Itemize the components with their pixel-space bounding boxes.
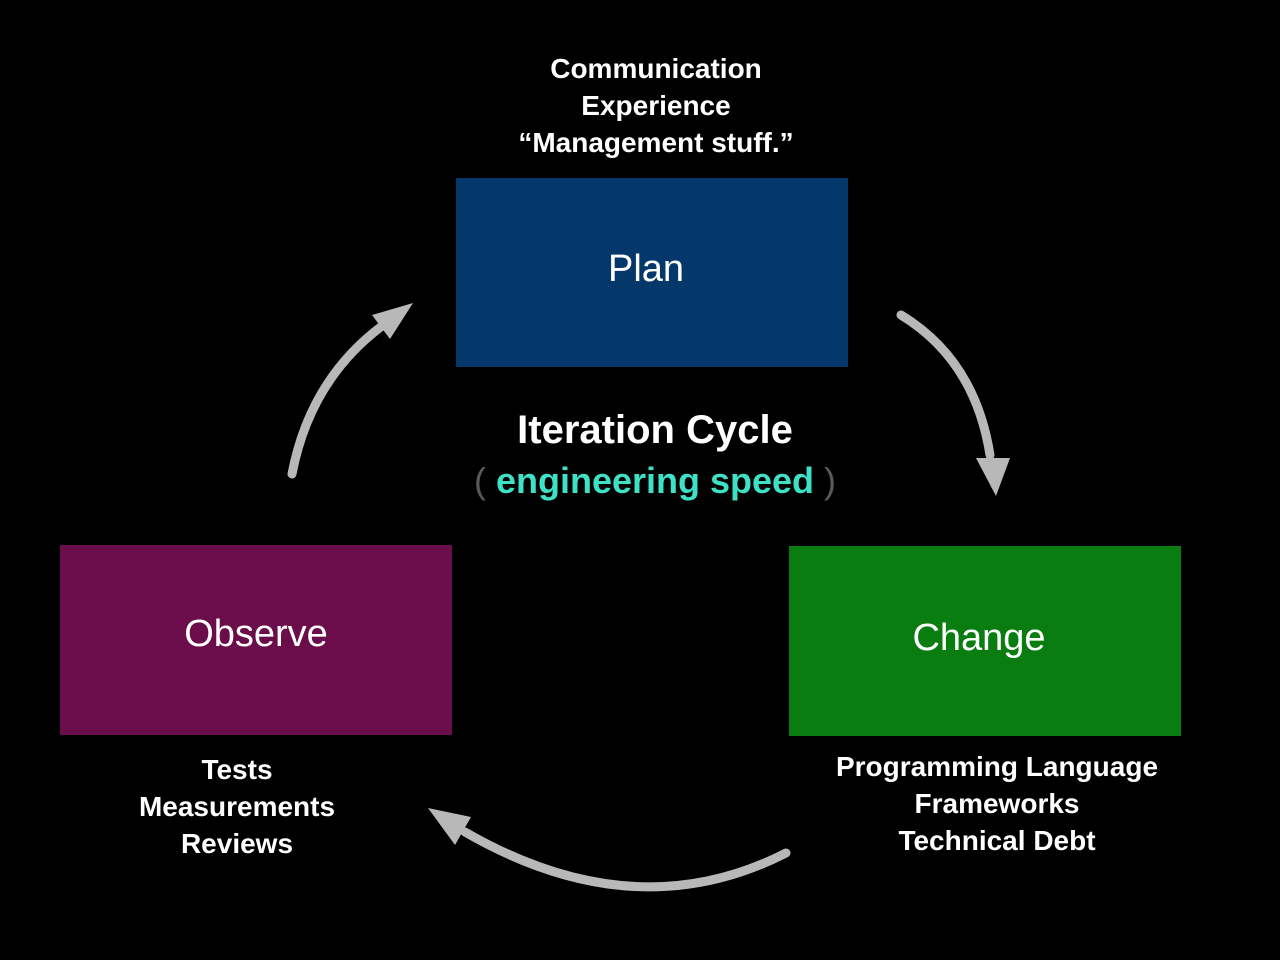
arrow-plan-to-change (896, 310, 1010, 496)
plan-note-management: “Management stuff.” (518, 127, 794, 158)
plan-note-experience: Experience (581, 90, 731, 121)
close-paren: ) (824, 460, 837, 501)
observe-note-reviews: Reviews (180, 828, 294, 859)
observe-note-measurements: Measurements (138, 791, 336, 822)
arrow-change-to-observe (428, 808, 791, 892)
change-notes: Programming Language Frameworks Technica… (797, 748, 1197, 859)
observe-box: Observe (60, 545, 452, 735)
plan-label: Plan (607, 248, 685, 290)
plan-notes: Communication Experience “Management stu… (456, 50, 856, 161)
plan-box: Plan (456, 178, 848, 367)
plan-note-communication: Communication (550, 53, 762, 84)
change-note-language: Programming Language (835, 751, 1159, 782)
arrow-observe-to-plan (287, 303, 413, 479)
change-note-frameworks: Frameworks (914, 788, 1080, 819)
cycle-subtitle-text: engineering speed (495, 460, 815, 501)
observe-label: Observe (184, 612, 328, 655)
cycle-subtitle: (engineering speed) (405, 460, 905, 502)
change-box: Change (789, 546, 1181, 736)
cycle-title: Iteration Cycle (517, 408, 793, 452)
observe-note-tests: Tests (201, 754, 273, 785)
change-note-debt: Technical Debt (898, 825, 1096, 856)
change-label: Change (912, 616, 1046, 659)
open-paren: ( (473, 460, 486, 501)
observe-notes: Tests Measurements Reviews (87, 751, 387, 862)
